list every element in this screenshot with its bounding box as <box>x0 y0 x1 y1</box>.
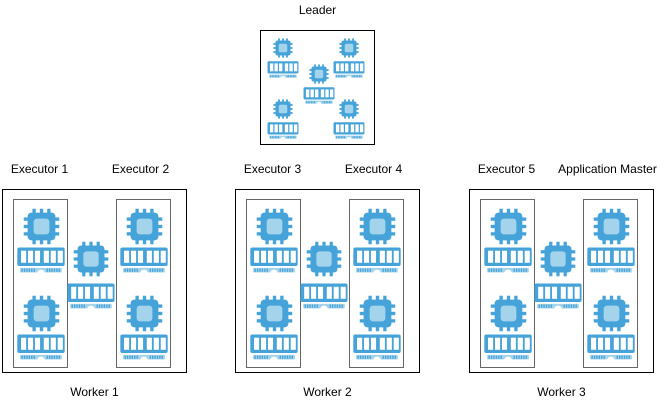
ram-icon <box>351 334 403 360</box>
cpu-ram-pair <box>303 64 335 104</box>
ram-icon <box>118 334 170 360</box>
ram-icon <box>248 247 300 273</box>
worker-box <box>2 189 187 373</box>
worker-group: Executor 3 Executor 4 Worker 2 <box>233 158 423 401</box>
cpu-ram-pair <box>300 241 348 309</box>
cpu-icon <box>23 295 60 332</box>
ram-icon <box>333 61 365 78</box>
cpu-icon <box>359 295 396 332</box>
executor-label: Executor 4 <box>344 162 403 176</box>
executor-box <box>116 199 171 368</box>
ram-icon <box>534 283 582 309</box>
cpu-icon <box>23 208 60 245</box>
cpu-icon <box>273 99 293 119</box>
worker-label: Worker 2 <box>303 385 352 399</box>
cpu-icon <box>540 241 576 277</box>
cpu-icon <box>273 38 293 58</box>
cpu-icon <box>339 38 359 58</box>
leader-label: Leader <box>298 3 337 17</box>
executor-box <box>246 199 301 368</box>
cpu-icon <box>490 295 527 332</box>
cpu-icon <box>593 208 630 245</box>
cpu-icon <box>490 208 527 245</box>
cpu-icon <box>126 208 163 245</box>
cpu-ram-pair <box>118 208 170 273</box>
worker-box <box>469 189 654 373</box>
ram-icon <box>303 87 335 104</box>
cpu-icon <box>256 295 293 332</box>
cpu-ram-pair <box>333 99 365 139</box>
cpu-icon <box>359 208 396 245</box>
ram-icon <box>267 61 299 78</box>
worker-label: Worker 1 <box>70 385 119 399</box>
cpu-ram-pair <box>585 295 637 360</box>
cpu-icon <box>593 295 630 332</box>
cpu-icon <box>309 64 329 84</box>
ram-icon <box>585 247 637 273</box>
cpu-ram-pair <box>15 208 67 273</box>
ram-icon <box>351 247 403 273</box>
cpu-ram-pair <box>248 208 300 273</box>
cpu-icon <box>126 295 163 332</box>
ram-icon <box>267 122 299 139</box>
cpu-icon <box>306 241 342 277</box>
ram-icon <box>15 247 67 273</box>
ram-icon <box>118 247 170 273</box>
ram-icon <box>482 247 534 273</box>
worker-group: Executor 1 Executor 2 Worker 1 <box>0 158 190 401</box>
worker-box <box>235 189 420 373</box>
cpu-ram-pair <box>482 295 534 360</box>
cpu-icon <box>256 208 293 245</box>
cpu-ram-pair <box>585 208 637 273</box>
cpu-ram-pair <box>248 295 300 360</box>
cpu-icon <box>339 99 359 119</box>
worker-group: Executor 5 Application Master Worker 3 <box>467 158 657 401</box>
cpu-ram-pair <box>118 295 170 360</box>
cpu-ram-pair <box>267 99 299 139</box>
cpu-ram-pair <box>67 241 115 309</box>
ram-icon <box>333 122 365 139</box>
cpu-ram-pair <box>333 38 365 78</box>
cpu-ram-pair <box>482 208 534 273</box>
cpu-ram-pair <box>267 38 299 78</box>
cpu-ram-pair <box>351 295 403 360</box>
executor-box <box>583 199 638 368</box>
executor-label: Application Master <box>558 162 657 176</box>
ram-icon <box>15 334 67 360</box>
ram-icon <box>482 334 534 360</box>
ram-icon <box>248 334 300 360</box>
cpu-ram-pair <box>15 295 67 360</box>
ram-icon <box>300 283 348 309</box>
ram-icon <box>67 283 115 309</box>
executor-label: Executor 5 <box>477 162 536 176</box>
executor-label: Executor 1 <box>10 162 69 176</box>
cpu-icon <box>73 241 109 277</box>
cpu-ram-pair <box>534 241 582 309</box>
cpu-ram-pair <box>351 208 403 273</box>
leader-box <box>260 30 375 145</box>
executor-box <box>480 199 535 368</box>
executor-label: Executor 2 <box>111 162 170 176</box>
executor-box <box>13 199 68 368</box>
executor-label: Executor 3 <box>243 162 302 176</box>
ram-icon <box>585 334 637 360</box>
executor-box <box>349 199 404 368</box>
worker-label: Worker 3 <box>537 385 586 399</box>
